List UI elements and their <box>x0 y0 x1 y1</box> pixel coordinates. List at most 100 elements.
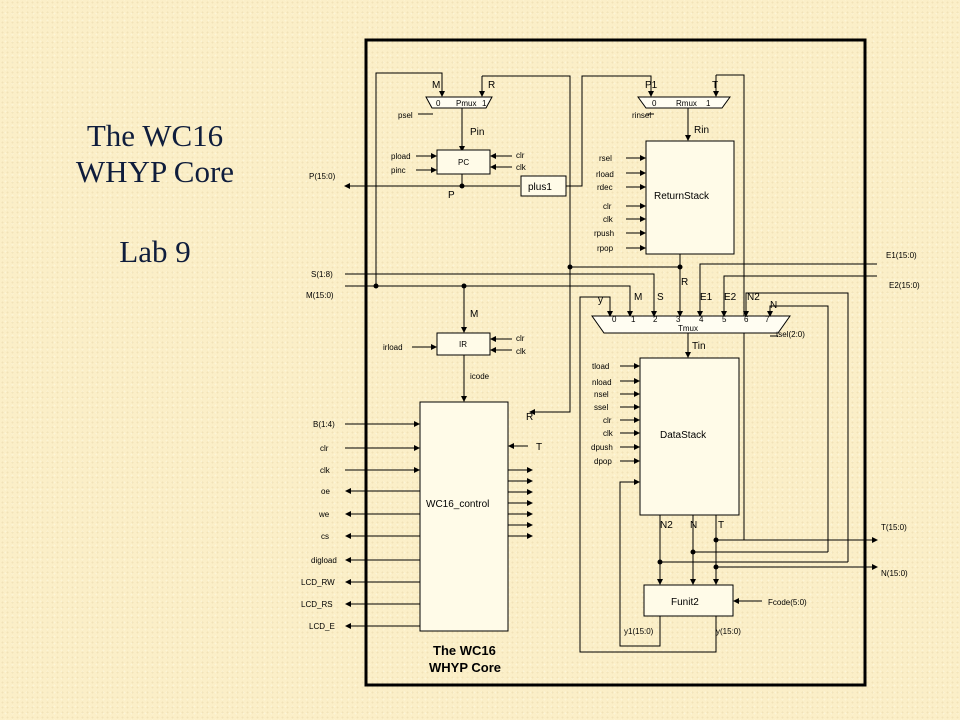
control-out-0: oe <box>321 487 330 496</box>
pmux: 0 Pmux 1 M R psel Pin <box>398 80 495 138</box>
pc-in-pload: pload <box>391 152 411 161</box>
port-s-label: S(1:8) <box>311 270 333 279</box>
data-stack: DataStack tload nload nsel ssel clr clk … <box>591 357 740 531</box>
tmux-idx-0: 0 <box>612 315 617 324</box>
core-title-line-2: WHYP Core <box>429 660 501 675</box>
funit2-y-label: y(15:0) <box>716 627 741 636</box>
funit2-fcode-label: Fcode(5:0) <box>768 598 807 607</box>
return-stack-label: ReturnStack <box>654 191 710 202</box>
core-frame <box>364 38 867 687</box>
tmux-idx-6: 6 <box>744 315 749 324</box>
port-e1-label: E1(15:0) <box>886 251 917 260</box>
ds-out-n: N <box>690 520 697 531</box>
rmux-label: Rmux <box>676 99 697 108</box>
control-out-1: we <box>318 510 330 519</box>
tmux-idx-4: 4 <box>699 315 704 324</box>
pc-in-pinc: pinc <box>391 166 406 175</box>
rs-in-4: clk <box>603 215 614 224</box>
tmux-idx-3: 3 <box>676 315 681 324</box>
pmux-idx1: 1 <box>482 99 487 108</box>
ds-out-n2: N2 <box>660 520 673 531</box>
control-out-2: cs <box>321 532 329 541</box>
tmux-in-e1: E1 <box>700 292 713 303</box>
pc-out-label: P <box>448 190 455 201</box>
rs-in-2: rdec <box>597 183 613 192</box>
tmux-idx-2: 2 <box>653 315 658 324</box>
control-out-6: LCD_E <box>309 622 335 631</box>
control-in-t: T <box>536 442 542 453</box>
control-out-5: LCD_RS <box>301 600 333 609</box>
slide-title-line-2: WHYP Core <box>75 154 235 189</box>
rs-in-6: rpop <box>597 244 614 253</box>
rmux-idx0: 0 <box>652 99 657 108</box>
rs-in-5: rpush <box>594 229 614 238</box>
tmux-label: Tmux <box>678 324 698 333</box>
port-m-label: M(15:0) <box>306 291 334 300</box>
pc-register: PC pload pinc clr clk P <box>391 149 527 201</box>
tmux-in-y: y <box>598 295 603 306</box>
tmux-in-n2: N2 <box>747 292 760 303</box>
ir-register: IR irload clr clk M icode <box>383 309 527 381</box>
pmux-idx0: 0 <box>436 99 441 108</box>
rmux-sel-label: rinsel <box>632 111 651 120</box>
control-in-2: clk <box>320 466 331 475</box>
tmux-in-m: M <box>634 292 642 303</box>
pc-label: PC <box>458 158 469 167</box>
core-title-line-1: The WC16 <box>433 643 496 658</box>
data-stack-label: DataStack <box>660 430 707 441</box>
plus1-label: plus1 <box>528 182 552 193</box>
pmux-label: Pmux <box>456 99 476 108</box>
ir-in-clr: clr <box>516 334 525 343</box>
ds-in-4: clr <box>603 416 612 425</box>
control-out-3: digload <box>311 556 337 565</box>
rs-out-label: R <box>681 277 688 288</box>
ds-in-1: nload <box>592 378 612 387</box>
control-in-0: B(1:4) <box>313 420 335 429</box>
port-e2-label: E2(15:0) <box>889 281 920 290</box>
tmux-sel-label: tsel(2:0) <box>776 330 805 339</box>
slide-title-line-1: The WC16 <box>86 118 224 153</box>
funit2-label: Funit2 <box>671 597 699 608</box>
ds-in-3: ssel <box>594 403 608 412</box>
pmux-in1-label: R <box>488 80 495 91</box>
rmux-in1-label: T <box>712 80 718 91</box>
slide-subtitle: Lab 9 <box>119 234 191 269</box>
rmux-in0-label: P1 <box>645 80 658 91</box>
control-in-r: R <box>526 412 533 423</box>
pc-in-clr: clr <box>516 151 525 160</box>
ds-out-t: T <box>718 520 724 531</box>
ds-in-7: dpop <box>594 457 612 466</box>
pmux-sel-label: psel <box>398 111 413 120</box>
pmux-in0-label: M <box>432 80 440 91</box>
rs-in-0: rsel <box>599 154 612 163</box>
ir-in-label: M <box>470 309 478 320</box>
tmux-idx-5: 5 <box>722 315 727 324</box>
return-stack: ReturnStack rsel rload rdec clr clk rpus… <box>594 140 735 288</box>
ir-out-label: icode <box>470 372 490 381</box>
rs-in-1: rload <box>596 170 614 179</box>
control-label: WC16_control <box>426 499 489 510</box>
rs-in-3: clr <box>603 202 612 211</box>
ds-in-6: dpush <box>591 443 613 452</box>
ir-label: IR <box>459 340 467 349</box>
port-t-label: T(15:0) <box>881 523 907 532</box>
control-in-1: clr <box>320 444 329 453</box>
port-p-label: P(15:0) <box>309 172 336 181</box>
tmux-out-label: Tin <box>692 341 706 352</box>
wc16-control: WC16_control R T B(1:4) clr clk oe we cs… <box>301 401 542 632</box>
tmux-in-s: S <box>657 292 664 303</box>
funit2: Funit2 Fcode(5:0) y1(15:0) y(15:0) <box>624 584 807 636</box>
ds-in-2: nsel <box>594 390 609 399</box>
tmux-in-e2: E2 <box>724 292 737 303</box>
ds-in-0: tload <box>592 362 609 371</box>
control-out-4: LCD_RW <box>301 578 335 587</box>
rmux-out-label: Rin <box>694 125 709 136</box>
ir-in-irload: irload <box>383 343 403 352</box>
tmux: 0 1 2 3 4 5 6 7 Tmux y M S E1 E2 N2 N ts… <box>591 292 805 352</box>
slide-title: The WC16 WHYP Core <box>40 118 270 190</box>
port-n-label: N(15:0) <box>881 569 908 578</box>
ds-in-5: clk <box>603 429 614 438</box>
rmux-idx1: 1 <box>706 99 711 108</box>
ir-in-clk: clk <box>516 347 527 356</box>
